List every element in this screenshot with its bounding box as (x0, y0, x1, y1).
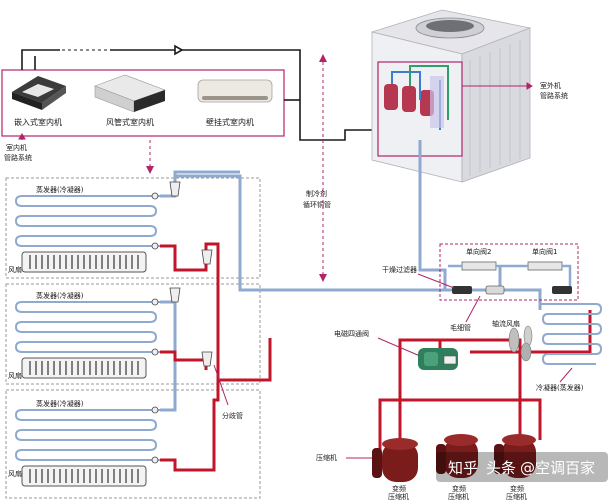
evaporator-coil-1 (14, 195, 160, 247)
check-valve-2-label: 单向阀2 (466, 247, 491, 256)
comp-label-b-3: 压缩机 (506, 492, 527, 500)
evaporator-title-1: 蒸发器(冷凝器) (36, 185, 84, 194)
indoor-piping-label-1: 室内机 (6, 143, 27, 152)
check-valve-2 (461, 261, 497, 271)
splitter-label: 分歧管 (222, 411, 243, 420)
compressor-3 (494, 434, 536, 478)
duct-unit-illustration (94, 74, 166, 113)
evaporator-coil-2 (14, 301, 160, 353)
check-valves-frame (439, 243, 579, 301)
check-valve-1 (527, 261, 563, 271)
comp-label-b-2: 压缩机 (448, 492, 469, 500)
dryer-pointer (417, 273, 455, 289)
four-way-valve (418, 348, 458, 370)
evaporator-title-2: 蒸发器(冷凝器) (36, 291, 84, 300)
axial-fan-illustration (508, 325, 533, 362)
evaporator-title-3: 蒸发器(冷凝器) (36, 399, 84, 408)
fan-label-1: 风扇 (8, 265, 22, 274)
outdoor-piping-pointer (462, 82, 533, 90)
compressor-2 (436, 434, 478, 478)
wall-unit-label: 壁挂式室内机 (206, 117, 254, 127)
indoor-piping-pointer (18, 133, 26, 140)
outdoor-piping-label-2: 管路系统 (540, 91, 568, 100)
duct-unit-label: 风管式室内机 (106, 117, 154, 127)
splitter-pointer (213, 364, 229, 406)
condenser-label: 冷凝器(蒸发器) (536, 383, 584, 392)
check-valve-1-label: 单向阀1 (532, 247, 557, 256)
cassette-unit-illustration (12, 76, 66, 110)
evaporator-coil-3 (14, 409, 160, 461)
compressor-label: 压缩机 (316, 453, 337, 462)
check-valve-pipes (448, 264, 572, 290)
fan-unit-3 (21, 465, 147, 487)
refrigerant-label-1: 制冷剂 (306, 189, 327, 198)
indoor-piping-label-2: 管路系统 (4, 153, 32, 162)
capillary-pointer (465, 295, 481, 323)
fan-unit-1 (21, 251, 147, 273)
dryer-label: 干燥过滤器 (382, 265, 417, 274)
fan-unit-2 (21, 357, 147, 379)
refrigerant-label-2: 循环铜管 (303, 200, 331, 209)
watermark-text-1: 知乎 (448, 459, 478, 477)
cassette-unit-label: 嵌入式室内机 (14, 117, 62, 127)
wall-unit-illustration (197, 79, 273, 103)
splitter-fittings (151, 181, 213, 464)
condenser-pointer (559, 367, 573, 383)
watermark: 知乎 头条 @空调百家 (436, 452, 608, 482)
four-way-valve-pointer (377, 337, 421, 357)
fan-label-3: 风扇 (8, 469, 22, 478)
comp-label-a-1: 变频 (392, 484, 406, 493)
indoor-drop-arrow (146, 166, 154, 174)
outdoor-piping-label-1: 室外机 (540, 81, 561, 90)
center-arrows (319, 54, 327, 282)
comp-label-a-3: 变频 (510, 484, 524, 493)
capillary-label: 毛细管 (450, 323, 471, 332)
compressor-1 (372, 438, 418, 482)
watermark-text-3: @空调百家 (520, 459, 595, 477)
outdoor-unit-illustration (370, 9, 532, 183)
dryer-filter (452, 285, 572, 295)
comp-label-a-2: 变频 (452, 484, 466, 493)
condenser-coil (540, 303, 603, 365)
fan-label-2: 风扇 (8, 371, 22, 380)
four-way-valve-label: 电磁四通阀 (334, 329, 369, 338)
comp-label-b-1: 压缩机 (388, 492, 409, 500)
watermark-text-2: 头条 (486, 459, 516, 477)
axial-fan-label: 轴流风扇 (492, 319, 520, 328)
evaporator-panels (5, 177, 261, 499)
indoor-units-frame (1, 69, 285, 137)
